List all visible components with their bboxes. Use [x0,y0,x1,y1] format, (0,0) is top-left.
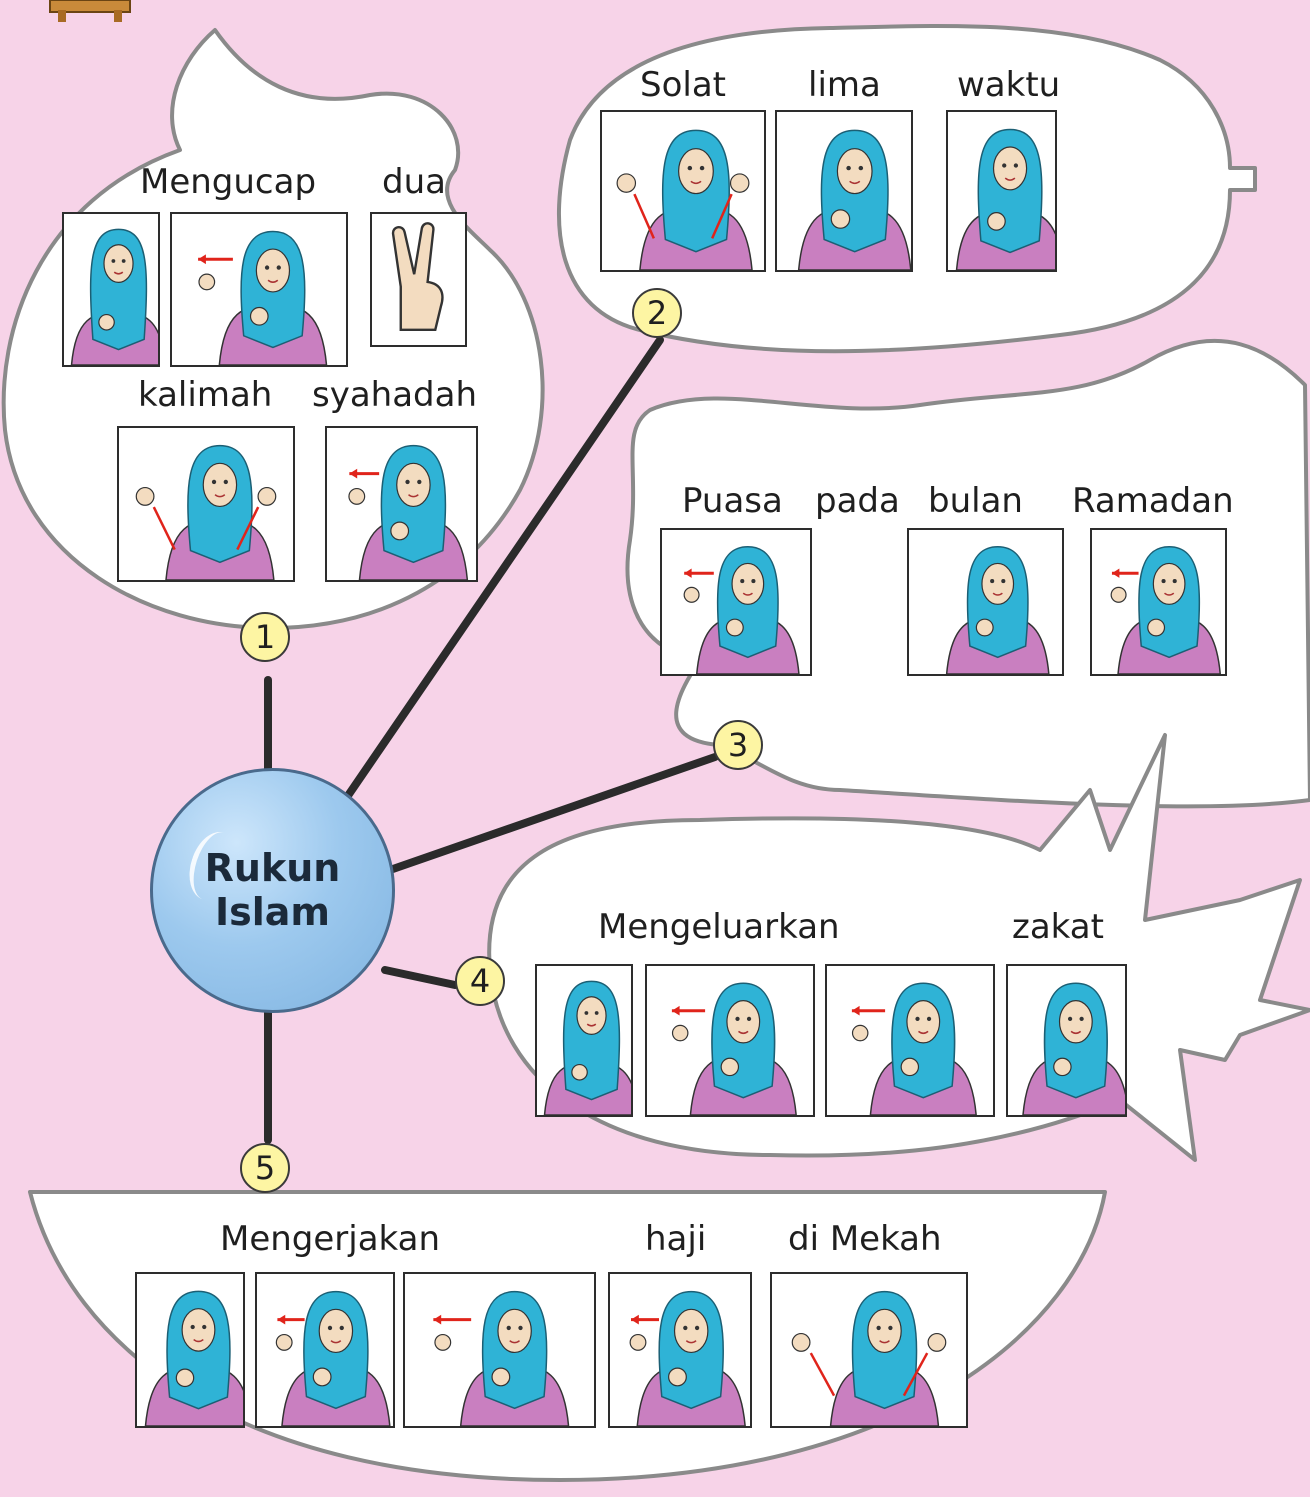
sign-image [535,964,633,1117]
sign-image [600,110,766,272]
signing-girl-figure [851,982,977,1115]
sign-image [255,1272,395,1428]
sign-image [1006,964,1127,1117]
signing-girl-figure [791,1290,947,1426]
sign-image [1090,528,1227,676]
word-syahadah: syahadah [312,375,478,415]
word-di-mekah: di Mekah [788,1219,942,1259]
pillar-4-badge: 4 [455,956,505,1006]
word-solat: Solat [640,65,726,105]
signing-girl-figure [1022,982,1125,1115]
sign-image [775,110,913,272]
sign-image [825,964,995,1117]
rukun-islam-hub: Rukun Islam [150,768,395,1013]
signing-girl-figure [348,444,469,580]
hub-title-line1: Rukun [204,845,341,890]
sign-image [608,1272,752,1428]
pillar-1-badge: 1 [240,612,290,662]
signing-girl-figure [683,545,800,674]
word-mengerjakan: Mengerjakan [220,1219,441,1259]
word-puasa: Puasa [682,481,783,521]
sign-image [946,110,1057,272]
word-waktu: waktu [957,65,1061,105]
signing-girl-figure [543,980,631,1115]
word-haji: haji [645,1219,707,1259]
signing-girl-figure [945,545,1050,674]
sign-image [645,964,815,1117]
pillar-2-badge: 2 [632,288,682,338]
signing-girl-figure [616,129,753,270]
sign-image [660,528,812,676]
sign-image [62,212,160,367]
signing-girl-figure [275,1290,391,1426]
sign-image [325,426,478,582]
signing-girl-figure [198,230,328,365]
word-ramadan: Ramadan [1072,481,1234,521]
signing-girl-figure [629,1290,746,1426]
signing-girl-figure [144,1290,243,1426]
sign-image [770,1272,968,1428]
sign-image [135,1272,245,1428]
signing-girl-figure [433,1290,570,1426]
pillar-3-badge: 3 [713,720,763,770]
signing-girl-figure [135,444,277,580]
word-kalimah: kalimah [138,375,273,415]
sign-image [117,426,295,582]
hub-title-line2: Islam [214,889,331,934]
word-pada: pada [815,481,900,521]
word-mengucap: Mengucap [140,162,317,202]
signing-girl-figure [797,129,911,270]
word-bulan: bulan [928,481,1023,521]
connectors [264,336,719,1144]
signing-girl-figure [671,982,797,1115]
two-fingers-hand-icon [391,222,444,332]
signing-girl-figure [955,128,1055,270]
sign-image-hand-two [370,212,467,347]
word-dua: dua [382,162,446,202]
sign-image [403,1272,596,1428]
pillar-5-badge: 5 [240,1143,290,1193]
word-mengeluarkan: Mengeluarkan [598,907,840,947]
signing-girl-figure [1110,545,1221,674]
chair-decoration [49,0,131,22]
sign-image [170,212,348,367]
signing-girl-figure [70,228,158,365]
word-zakat: zakat [1012,907,1104,947]
sign-image [907,528,1064,676]
word-lima: lima [808,65,881,105]
